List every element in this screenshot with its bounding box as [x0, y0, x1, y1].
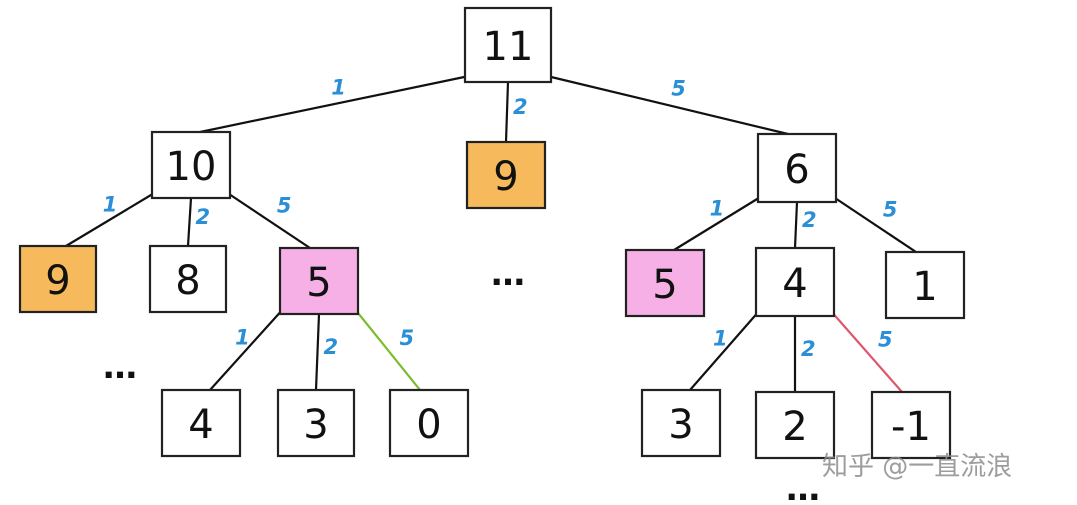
edge-n11-n9mid [504, 80, 510, 144]
edge-n10-n9left [64, 190, 158, 248]
node-value: 5 [306, 260, 331, 306]
node-value: 3 [668, 402, 693, 448]
edge-n4b-nm1 [828, 308, 904, 394]
edge-n4b-n3b [688, 308, 762, 392]
edge-label-n10-n9left: 1 [103, 192, 118, 216]
node-box [465, 140, 547, 210]
node-box [624, 248, 706, 318]
ellipsis-layer: … … … [103, 254, 820, 505]
node-box [18, 244, 98, 314]
node-value: -1 [891, 404, 931, 450]
tree-node-n11: 11 [463, 6, 553, 84]
tree-node-n5b: 5 [624, 248, 706, 318]
node-value: 3 [303, 402, 328, 448]
edge-label-n11-n9mid: 2 [513, 95, 528, 119]
node-value: 9 [45, 258, 70, 304]
tree-node-n4a: 4 [160, 388, 242, 458]
node-box [463, 6, 553, 84]
node-box [640, 388, 722, 458]
node-box [276, 388, 356, 458]
edge-n10-n8 [186, 196, 193, 248]
edge-n11-n10 [198, 74, 471, 134]
edge-label-n4b-nm1: 5 [878, 327, 893, 351]
node-value: 4 [782, 261, 807, 307]
edge-n5a-n0 [352, 306, 422, 392]
tree-node-n6: 6 [756, 132, 838, 204]
node-box [870, 390, 952, 460]
node-box [150, 130, 232, 200]
node-value: 2 [782, 404, 807, 450]
edge-label-n10-n5a: 5 [277, 194, 292, 218]
node-value: 0 [416, 402, 441, 448]
tree-node-n2: 2 [754, 390, 836, 460]
edge-n6-n1 [830, 194, 918, 254]
node-value: 1 [912, 264, 937, 310]
node-value: 8 [175, 258, 200, 304]
tree-node-n3a: 3 [276, 388, 356, 458]
edge-n6-n4b [793, 200, 799, 250]
node-box [388, 388, 470, 458]
node-value: 9 [493, 154, 518, 200]
ellipsis-marker: … [491, 254, 525, 294]
edge-label-n4b-n2: 2 [801, 337, 816, 361]
tree-node-n10: 10 [150, 130, 232, 200]
tree-node-n3b: 3 [640, 388, 722, 458]
edge-label-n5a-n3a: 2 [324, 335, 339, 359]
watermark-text: 知乎 @一直流浪 [822, 452, 1013, 482]
tree-node-n4b: 4 [754, 246, 836, 318]
ellipsis-marker: … [103, 347, 137, 387]
tree-node-n0: 0 [388, 388, 470, 458]
edge-n10-n5a [224, 190, 312, 250]
node-box [756, 132, 838, 204]
tree-node-n8: 8 [148, 244, 228, 314]
edge-n5a-n3a [314, 312, 321, 392]
node-box [754, 390, 836, 460]
edge-label-n11-n10: 1 [331, 75, 346, 99]
node-box [754, 246, 836, 318]
edge-label-n5a-n0: 5 [399, 326, 414, 350]
node-value: 11 [483, 24, 534, 70]
node-value: 6 [784, 147, 809, 193]
tree-node-nm1: -1 [870, 390, 952, 460]
node-box [278, 246, 360, 316]
node-value: 5 [652, 262, 677, 308]
edge-labels-layer: 1 2 5 1 2 5 1 2 5 1 2 5 1 2 5 [103, 75, 898, 361]
node-box [148, 244, 228, 314]
edge-label-n6-n5b: 1 [710, 196, 725, 220]
edge-n11-n6 [545, 74, 790, 136]
edge-n5a-n4a [208, 306, 286, 392]
edge-label-n5a-n4a: 1 [235, 325, 250, 349]
edge-label-n6-n1: 5 [883, 198, 898, 222]
edge-label-n10-n8: 2 [196, 205, 211, 229]
tree-node-n1: 1 [884, 250, 966, 320]
edge-label-n6-n4b: 2 [802, 208, 817, 232]
edge-label-n11-n6: 5 [671, 76, 686, 100]
ellipsis-marker: … [786, 469, 820, 505]
edges-layer [64, 74, 918, 394]
edge-label-n4b-n3b: 1 [713, 326, 728, 350]
tree-node-n9mid: 9 [465, 140, 547, 210]
tree-node-n9left: 9 [18, 244, 98, 314]
node-value: 4 [188, 402, 213, 448]
node-box [884, 250, 966, 320]
node-box [160, 388, 242, 458]
edge-n6-n5b [672, 194, 764, 252]
tree-node-n5a: 5 [278, 246, 360, 316]
node-value: 10 [166, 144, 217, 190]
